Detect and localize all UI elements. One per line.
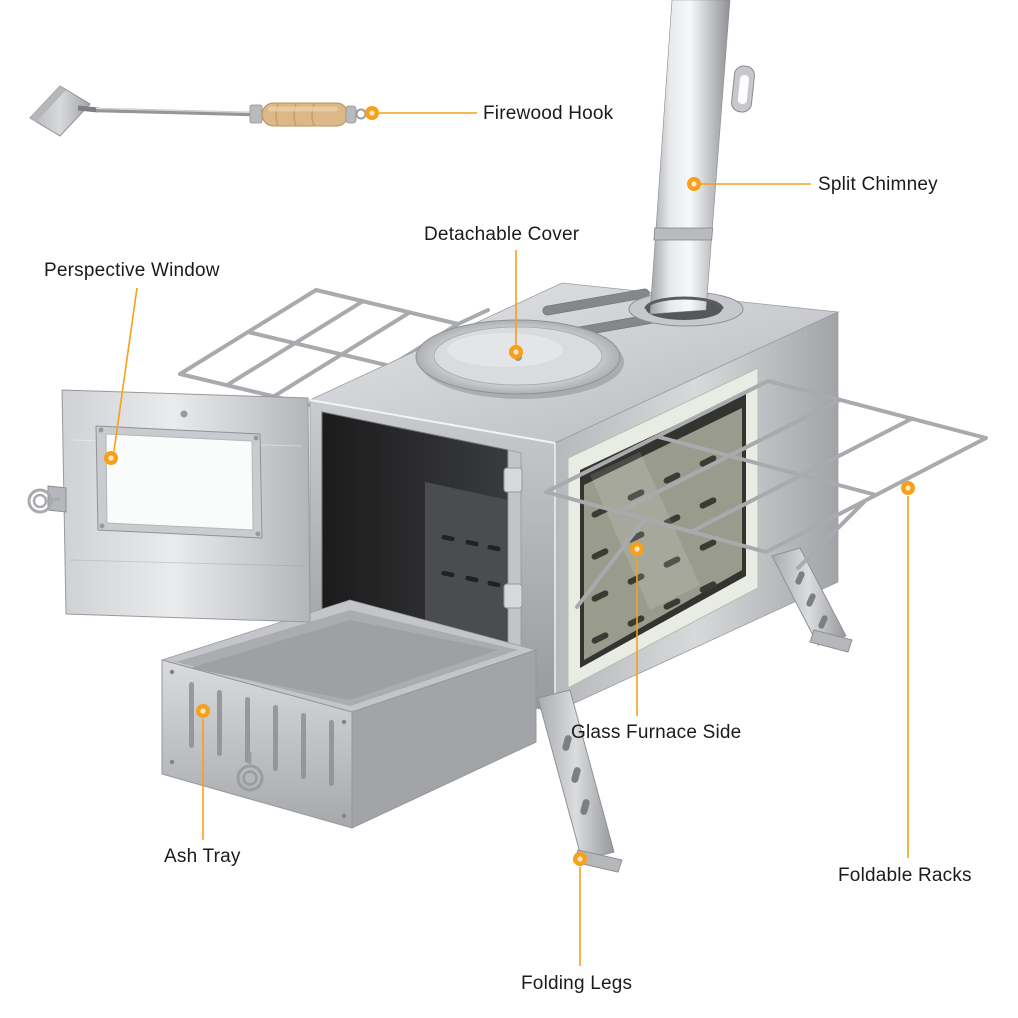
label-folding-legs: Folding Legs — [521, 973, 633, 994]
right-leg-foot — [809, 629, 853, 653]
firewood-hook-tool — [29, 85, 367, 137]
glass-furnace-side-panel — [567, 367, 759, 689]
label-foldable-racks: Foldable Racks — [838, 865, 972, 886]
detachable-cover — [415, 319, 624, 399]
callout-dot-detachable-cover — [509, 345, 523, 359]
perspective-window-glass — [105, 433, 254, 531]
tray-vent-slots — [189, 682, 334, 786]
callout-line-perspective-window — [113, 287, 138, 452]
tray-right-panel — [351, 649, 537, 829]
label-detachable-cover: Detachable Cover — [424, 224, 580, 245]
callout-dot-glass-furnace-side — [630, 542, 644, 556]
callout-dot-ash-tray — [196, 704, 210, 718]
right-foldable-rack — [544, 379, 988, 609]
furnace-opening — [321, 411, 523, 669]
ash-tray-drawer — [160, 599, 538, 829]
right-folding-leg — [771, 547, 853, 653]
door-hinge-strip — [503, 449, 523, 669]
callout-lines — [113, 112, 909, 966]
callout-dot-firewood-hook — [365, 106, 379, 120]
callout-dot-folding-legs — [573, 852, 587, 866]
stove-top-details — [415, 0, 755, 399]
tray-coil-handle — [236, 752, 264, 792]
callout-dot-foldable-racks — [901, 481, 915, 495]
chimney-joint-band — [653, 227, 714, 241]
split-chimney-pipe — [649, 0, 755, 315]
glass-reflection — [590, 452, 700, 610]
label-split-chimney: Split Chimney — [818, 174, 938, 195]
front-folding-leg — [537, 689, 623, 873]
callout-dot-perspective-window — [104, 451, 118, 465]
label-glass-furnace-side: Glass Furnace Side — [571, 722, 742, 743]
callout-dot-split-chimney — [687, 177, 701, 191]
furnace-inner-wall — [425, 482, 508, 646]
hook-wood-handle — [261, 102, 349, 127]
door-coil-handle — [27, 488, 61, 514]
chimney-damper-handle — [731, 65, 755, 113]
hook-scraper-head — [29, 85, 91, 137]
label-firewood-hook: Firewood Hook — [483, 103, 614, 124]
label-perspective-window: Perspective Window — [44, 260, 220, 281]
callout-dots — [104, 106, 915, 866]
oven-door — [27, 389, 311, 623]
label-ash-tray: Ash Tray — [164, 846, 241, 867]
